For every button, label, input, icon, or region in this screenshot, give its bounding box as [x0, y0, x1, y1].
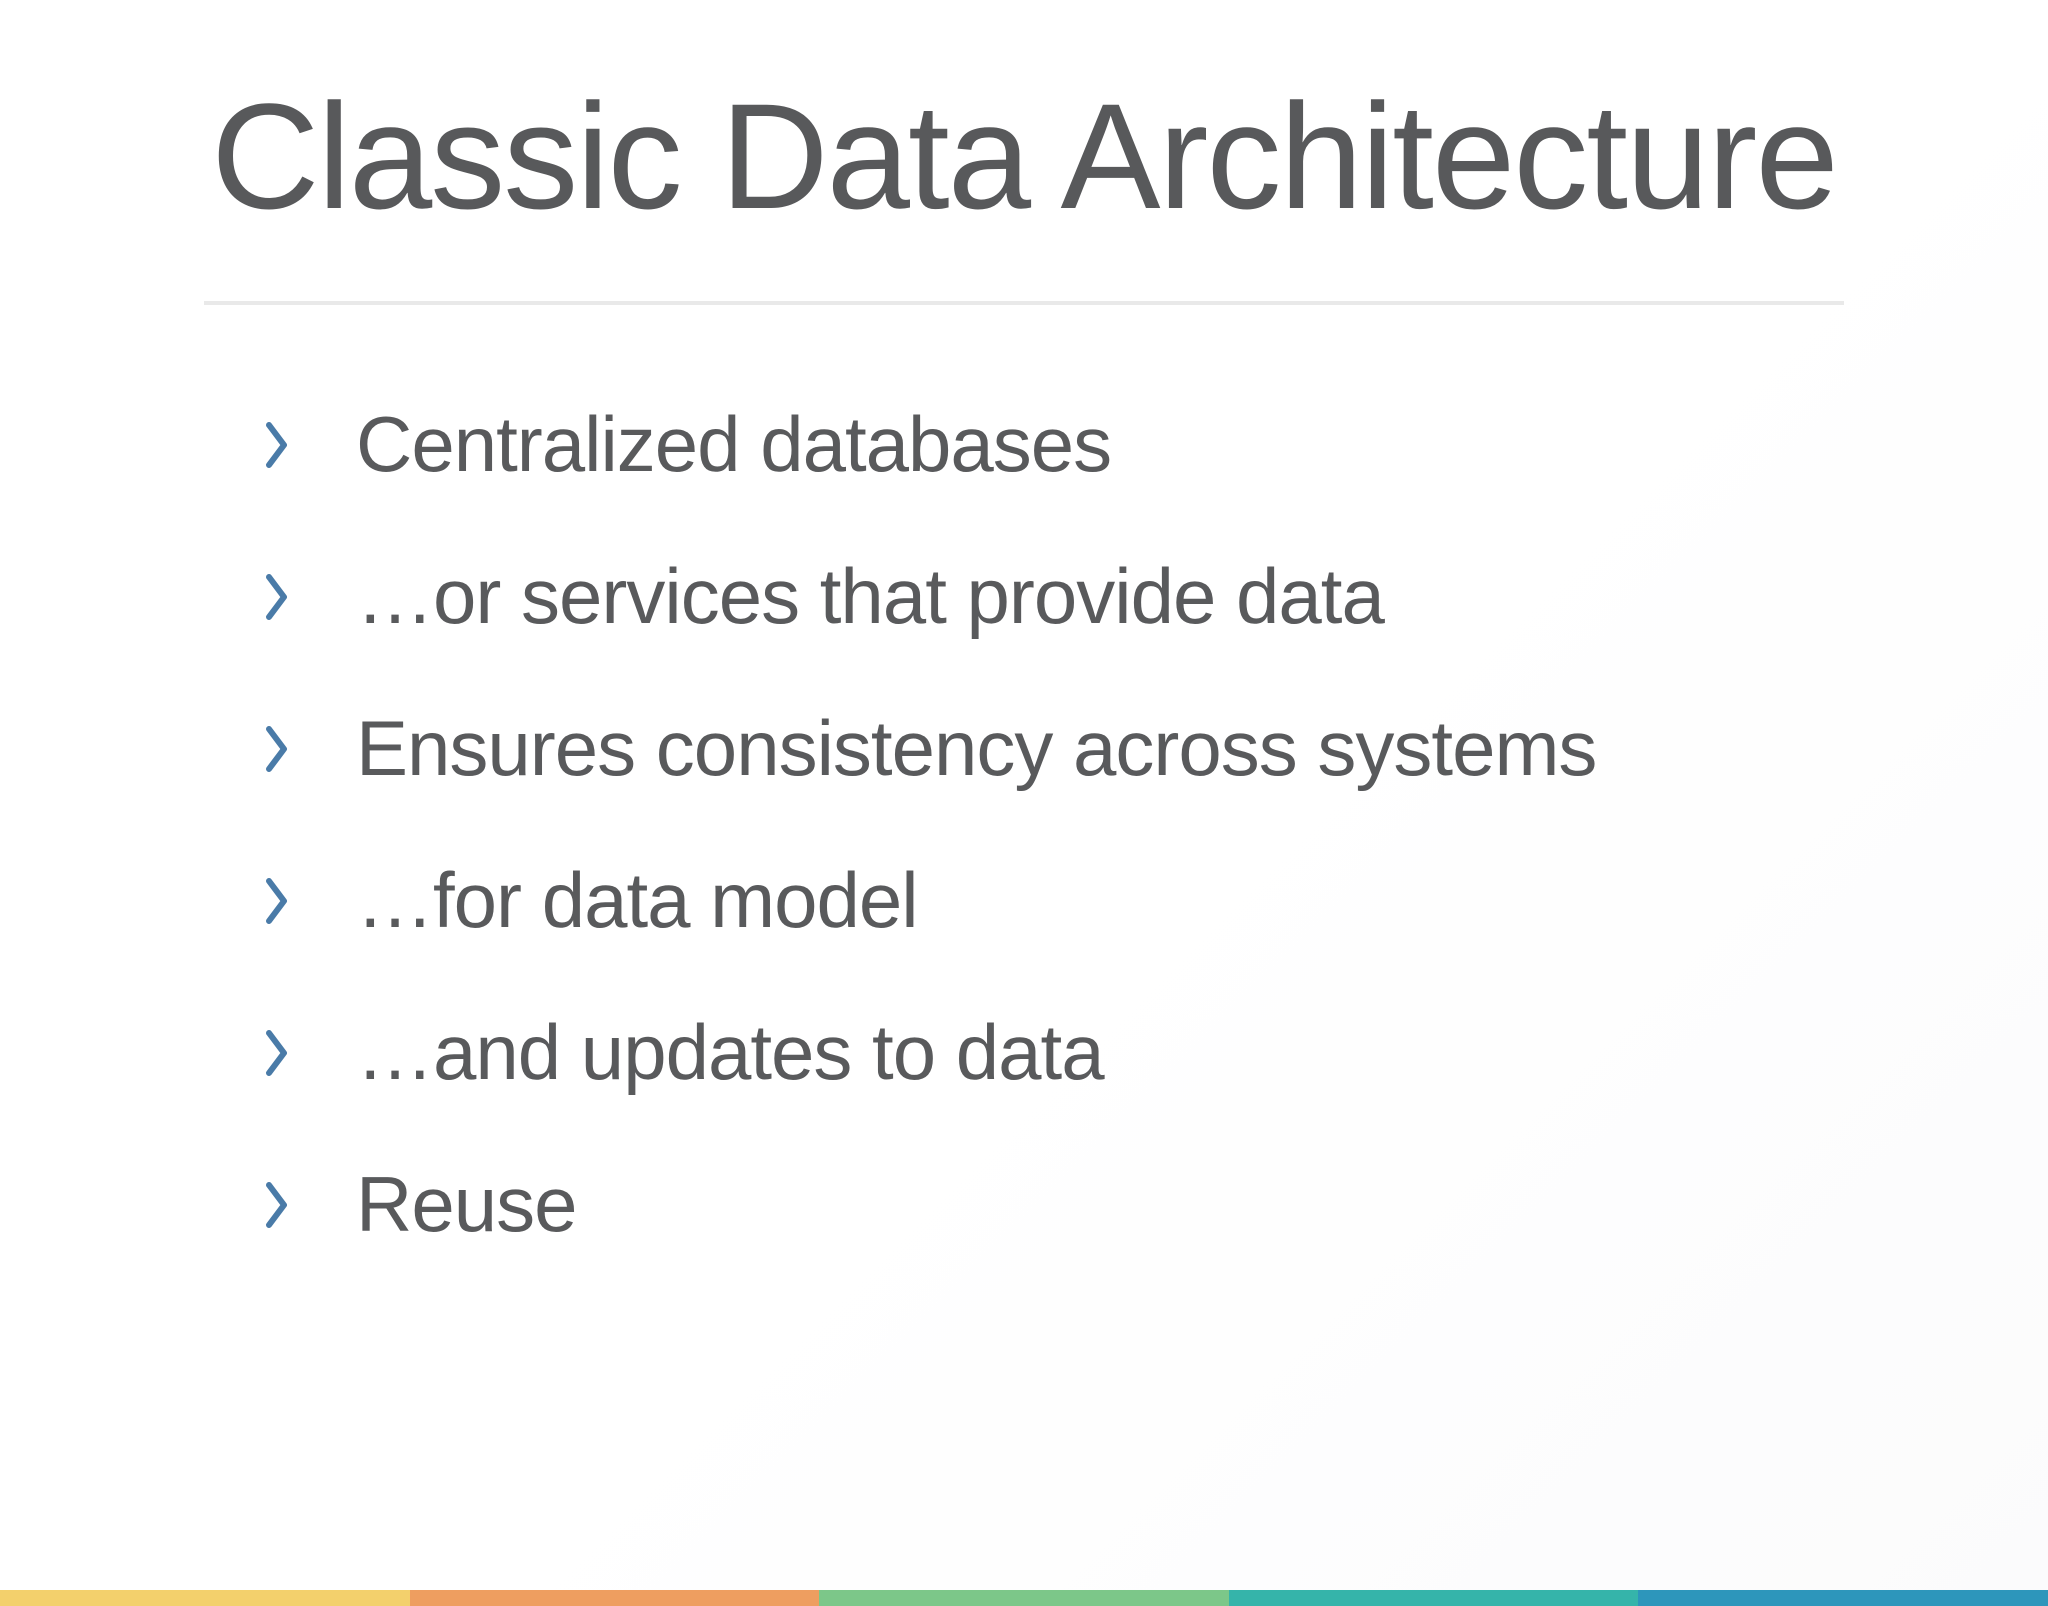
chevron-right-icon	[264, 569, 290, 625]
bullet-item: Reuse	[264, 1129, 2048, 1281]
footer-color-stripe	[0, 1590, 2048, 1606]
bullet-item: …for data model	[264, 825, 2048, 977]
stripe-segment-yellow	[0, 1590, 410, 1606]
bullet-label: …or services that provide data	[356, 552, 1385, 640]
title-divider	[204, 300, 1844, 305]
bullet-item: Centralized databases	[264, 369, 2048, 521]
stripe-segment-green	[819, 1590, 1229, 1606]
chevron-right-icon	[264, 721, 290, 777]
bullet-item: Ensures consistency across systems	[264, 673, 2048, 825]
bullet-list: Centralized databases …or services that …	[0, 369, 2048, 1281]
stripe-segment-teal	[1228, 1590, 1639, 1606]
slide: Classic Data Architecture Centralized da…	[0, 70, 2048, 1606]
chevron-right-icon	[264, 1177, 290, 1233]
chevron-right-icon	[264, 873, 290, 929]
chevron-right-icon	[264, 417, 290, 473]
bullet-label: Centralized databases	[356, 400, 1112, 488]
chevron-right-icon	[264, 1025, 290, 1081]
bullet-item: …or services that provide data	[264, 521, 2048, 673]
slide-title: Classic Data Architecture	[211, 72, 1839, 240]
bullet-label: …for data model	[356, 856, 919, 944]
stripe-segment-orange	[409, 1590, 820, 1606]
bullet-item: …and updates to data	[264, 977, 2048, 1129]
bullet-label: Reuse	[356, 1160, 577, 1248]
stripe-segment-blue	[1638, 1590, 2048, 1606]
bullet-label: Ensures consistency across systems	[356, 704, 1597, 792]
bullet-label: …and updates to data	[356, 1008, 1105, 1096]
